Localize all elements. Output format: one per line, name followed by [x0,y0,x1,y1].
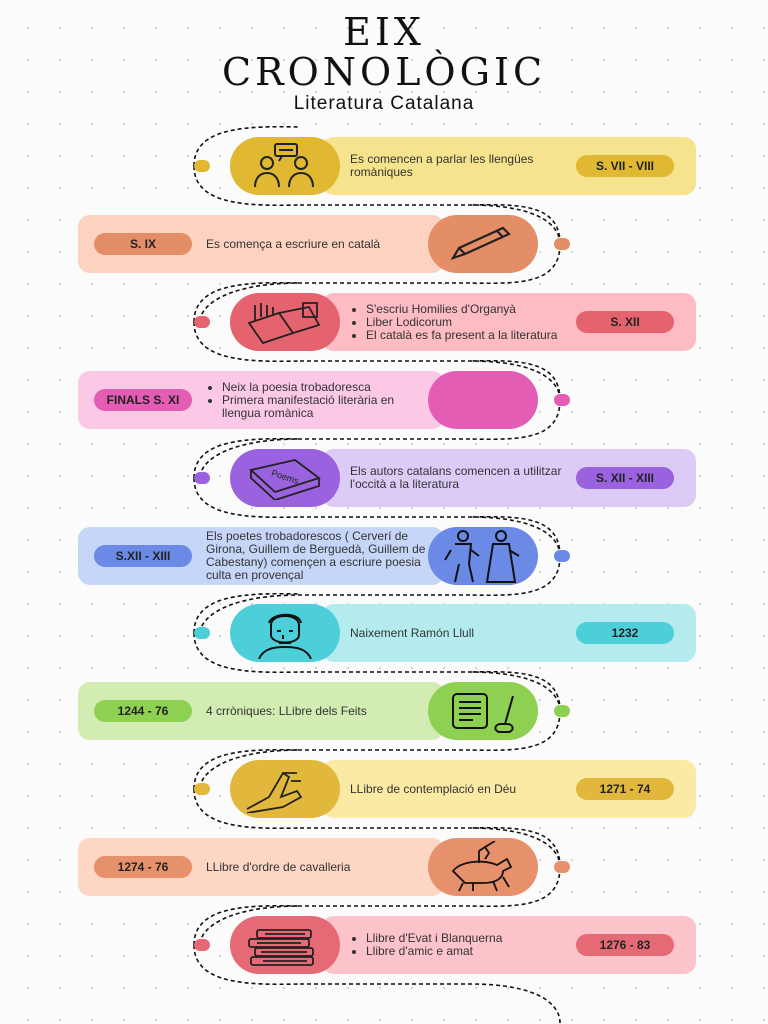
timeline-event: Els poetes trobadorescos ( Cerverí de Gi… [0,527,768,585]
event-bullet: Liber Lodicorum [366,315,557,329]
timeline-event: Neix la poesia trobadorescaPrimera manif… [0,371,768,429]
date-badge: 1232 [576,622,674,644]
open-book-icon [245,299,325,345]
timeline-node [194,627,210,639]
timeline-node [554,238,570,250]
timeline-event: LLibre de contemplació en Déu 1271 - 74 [0,760,768,818]
event-icon-pill [428,838,538,896]
event-bullet: S'escriu Homilies d'Organyà [366,302,557,316]
event-text: Els poetes trobadorescos ( Cerverí de Gi… [206,529,426,582]
timeline-event: Naixement Ramón Llull 1232 [0,604,768,662]
timeline-node [554,550,570,562]
timeline-event: Es comença a escriure en català S. IX [0,215,768,273]
portrait-icon [255,607,315,659]
event-bullet: Primera manifestació literària en llengu… [222,393,436,420]
date-badge: FINALS S. XI [94,389,192,411]
timeline-event: LLibre d'ordre de cavalleria 1274 - 76 [0,838,768,896]
timeline-event: Llibre d'Evat i BlanquernaLlibre d'amic … [0,916,768,974]
event-text: Es comencen a parlar les llengües romàni… [350,152,534,179]
timeline-event: Es comencen a parlar les llengües romàni… [0,137,768,195]
page-subtitle: Literatura Catalana [293,93,475,114]
svg-text:Poems: Poems [270,468,300,486]
event-text: LLibre d'ordre de cavalleria [206,859,351,874]
event-icon-pill [230,604,340,662]
timeline-node [194,939,210,951]
conversation-icon [249,141,321,191]
event-icon-pill [230,760,340,818]
books-stack-icon [243,921,327,969]
event-bullet: Llibre d'amic e amat [366,945,502,958]
event-bullet: Llibre d'Evat i Blanquerna [366,932,502,945]
event-icon-pill [230,916,340,974]
event-text: Es comença a escriure en català [206,236,381,251]
event-icon-pill [428,527,538,585]
pencil-icon [447,224,519,264]
date-badge: S. XII - XIII [576,467,674,489]
timeline-node [554,705,570,717]
event-icon-pill [428,682,538,740]
date-badge: S. XII [576,311,674,333]
event-text: LLibre de contemplació en Déu [350,781,517,796]
event-text: 4 crròniques: LLibre dels Feits [206,703,367,718]
timeline-node [554,394,570,406]
date-badge: S. VII - VIII [576,155,674,177]
event-description: LLibre d'ordre de cavalleria [206,838,436,896]
poems-book-icon: Poems [245,456,325,500]
knight-icon [443,841,523,893]
event-description: Es comencen a parlar les llengües romàni… [350,137,565,195]
page-title-line-1: EIX [343,10,425,54]
date-badge: S.XII - XIII [94,545,192,567]
date-badge: 1274 - 76 [94,856,192,878]
date-badge: 1276 - 83 [576,934,674,956]
event-description: 4 crròniques: LLibre dels Feits [206,682,436,740]
event-description: Neix la poesia trobadorescaPrimera manif… [206,371,436,429]
timeline-node [194,472,210,484]
troubadours-icon [441,528,525,584]
event-description: Els poetes trobadorescos ( Cerverí de Gi… [206,527,436,585]
event-description: LLibre de contemplació en Déu [350,760,565,818]
event-icon-pill [230,137,340,195]
date-badge: 1244 - 76 [94,700,192,722]
timeline-event: Poems Els autors catalans comencen a util… [0,449,768,507]
event-icon-pill [428,215,538,273]
event-bullet: El català es fa present a la literatura [366,328,557,342]
event-icon-pill: Poems [230,449,340,507]
praying-hands-icon [243,765,327,813]
timeline-event: S'escriu Homilies d'OrganyàLiber Lodicor… [0,293,768,351]
event-icon-pill [428,371,538,429]
timeline-node [194,783,210,795]
dashed-connector [193,125,561,1024]
timeline-node [194,316,210,328]
event-description: Es comença a escriure en català [206,215,436,273]
event-description: Naixement Ramón Llull [350,604,565,662]
timeline-node [194,160,210,172]
event-text: Els autors catalans comencen a utilitzar… [350,464,562,491]
date-badge: 1271 - 74 [576,778,674,800]
event-description: S'escriu Homilies d'OrganyàLiber Lodicor… [350,293,565,351]
event-text: Naixement Ramón Llull [350,625,475,640]
event-bullet: Neix la poesia trobadoresca [222,380,436,394]
timeline-event: 4 crròniques: LLibre dels Feits 1244 - 76 [0,682,768,740]
event-description: Els autors catalans comencen a utilitzar… [350,449,565,507]
event-description: Llibre d'Evat i BlanquernaLlibre d'amic … [350,916,565,974]
page-title-line-2: CRONOLÒGIC [221,50,547,94]
timeline-node [554,861,570,873]
date-badge: S. IX [94,233,192,255]
event-icon-pill [230,293,340,351]
scroll-quill-icon [445,688,521,734]
